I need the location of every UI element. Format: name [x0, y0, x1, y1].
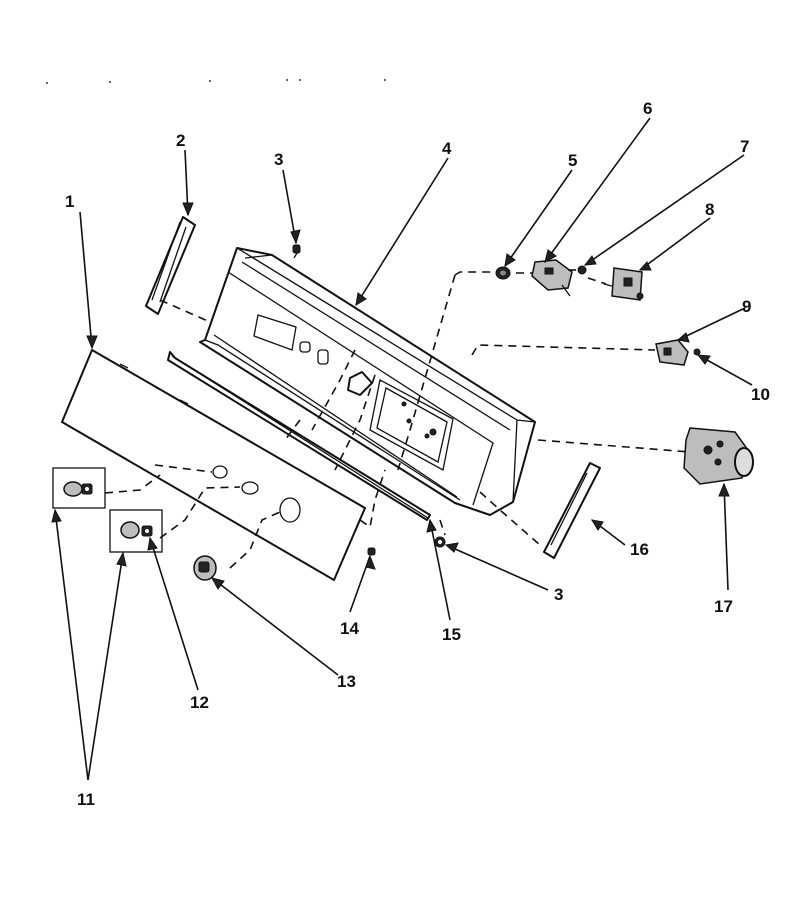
callout-3-upper: 3	[274, 150, 283, 169]
screw-part-14	[367, 547, 376, 556]
knob-part-13	[193, 555, 217, 581]
callout-12: 12	[190, 693, 209, 712]
left-end-cap-part-2	[145, 216, 196, 315]
callout-2: 2	[176, 131, 185, 150]
callout-14: 14	[340, 619, 359, 638]
callout-15: 15	[442, 625, 461, 644]
callout-labels: 1 2 3 4 5 6 7 8 9 10 17 16 3 15 14 13 12…	[65, 99, 770, 809]
assembly-dashed-lines	[104, 269, 691, 569]
callout-10: 10	[751, 385, 770, 404]
screw-part-3-lower	[434, 536, 446, 548]
screw-part-3-upper	[292, 244, 301, 259]
switch-bracket-part-6	[531, 259, 573, 297]
callout-9: 9	[742, 297, 751, 316]
knob-part-5	[495, 266, 511, 280]
trim-strip-part-15	[167, 351, 431, 521]
callout-17: 17	[714, 597, 733, 616]
right-end-cap-part-16	[543, 462, 601, 559]
callout-3-lower: 3	[554, 585, 563, 604]
callout-11: 11	[77, 790, 95, 809]
knob-inset-part-11-lower	[109, 509, 163, 553]
callout-7: 7	[740, 137, 749, 156]
callout-8: 8	[705, 200, 714, 219]
callout-16: 16	[630, 540, 649, 559]
relay-part-9	[655, 339, 689, 366]
screw-part-10	[693, 348, 701, 356]
callout-5: 5	[568, 151, 577, 170]
callout-1: 1	[65, 192, 74, 211]
scan-artifact-dots	[46, 79, 386, 84]
control-console-part-4	[199, 247, 536, 516]
screw-part-7	[577, 265, 587, 275]
switch-part-8	[603, 267, 644, 301]
knob-inset-part-11-upper	[52, 467, 106, 509]
timer-part-17	[683, 427, 754, 485]
front-panel-part-1	[61, 349, 366, 581]
callout-13: 13	[337, 672, 356, 691]
callout-6: 6	[643, 99, 652, 118]
callout-arrowheads	[51, 202, 730, 590]
callout-4: 4	[442, 139, 452, 158]
